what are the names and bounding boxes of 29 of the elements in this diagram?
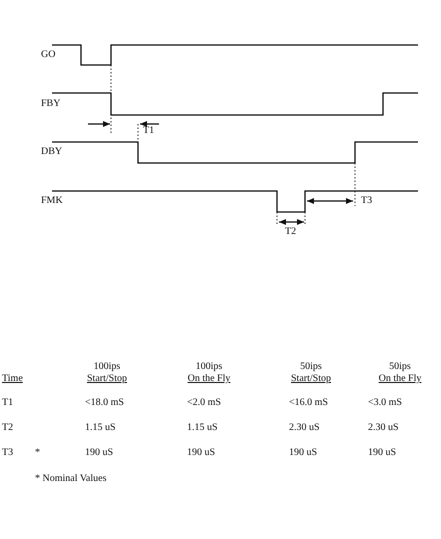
table-value: 190 uS [289, 447, 318, 459]
table-value: 1.15 uS [187, 422, 218, 434]
row-header: T2 [2, 422, 14, 434]
table-value: 2.30 uS [368, 422, 399, 434]
timing-label: T3 [361, 195, 372, 207]
timing-label: T2 [285, 226, 296, 238]
table-value: <2.0 mS [187, 397, 221, 409]
column-header: Time [2, 373, 23, 385]
signal-name: DBY [41, 146, 62, 158]
signal-name: FBY [41, 98, 60, 110]
table-value: 190 uS [85, 447, 114, 459]
table-value: <18.0 mS [85, 397, 124, 409]
column-header: 50ips On the Fly [378, 361, 422, 385]
signal-name: GO [41, 49, 56, 61]
signal-name: FMK [41, 195, 63, 207]
column-header: 100ips On the Fly [186, 361, 232, 385]
timing-label: T1 [143, 125, 154, 137]
table-value: 2.30 uS [289, 422, 320, 434]
table-value: 190 uS [368, 447, 396, 459]
table-value: <16.0 mS [289, 397, 328, 409]
row-header: T1 [2, 397, 14, 409]
table-value: 1.15 uS [85, 422, 116, 434]
column-header: 50ips Start/Stop [290, 361, 332, 385]
footnote: * Nominal Values [35, 473, 106, 485]
table-value: <3.0 mS [368, 397, 402, 409]
column-header: 100ips Start/Stop [86, 361, 128, 385]
table-value: 190 uS [187, 447, 216, 459]
footnote-mark: * [35, 447, 40, 459]
row-header: T3 [2, 447, 14, 459]
